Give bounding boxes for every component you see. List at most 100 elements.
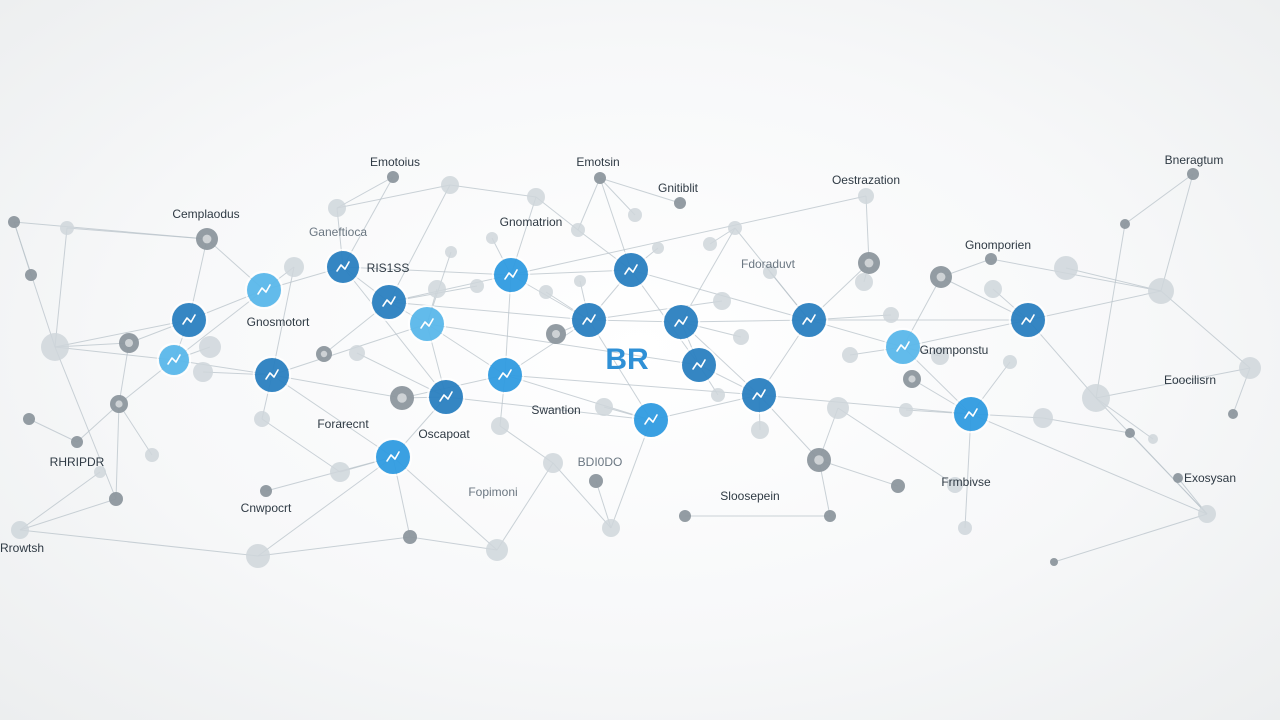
network-edge <box>1053 513 1208 563</box>
network-edge <box>392 456 498 551</box>
network-edge <box>588 300 723 321</box>
network-node <box>674 197 686 209</box>
network-edge <box>1095 223 1126 399</box>
network-node <box>109 492 123 506</box>
network-edge <box>1160 173 1194 292</box>
network-node <box>713 292 731 310</box>
network-node <box>445 246 457 258</box>
network-edge <box>1124 173 1194 225</box>
network-edge <box>66 227 208 240</box>
network-node <box>855 273 873 291</box>
network-node <box>199 336 221 358</box>
network-node <box>1054 256 1078 280</box>
node-label: Fdoraduvt <box>741 257 796 271</box>
network-edge <box>118 342 130 405</box>
network-edge <box>54 346 117 500</box>
network-edge <box>19 529 259 557</box>
node-label: Eoocilisrn <box>1164 373 1216 387</box>
network-edge <box>588 319 652 421</box>
network-node <box>931 347 949 365</box>
network-edge <box>680 319 810 323</box>
node-label: Oscapoat <box>418 427 470 441</box>
network-node <box>571 223 585 237</box>
network-edge <box>265 456 394 492</box>
node-label: Exosysan <box>1184 471 1236 485</box>
network-node <box>763 265 777 279</box>
network-node <box>569 300 609 340</box>
network-edge <box>271 374 403 399</box>
network-edge <box>1027 319 1097 399</box>
network-edge <box>449 184 537 198</box>
network-node <box>403 530 417 544</box>
network-edge <box>1027 290 1162 321</box>
network-node <box>703 237 717 251</box>
network-edge <box>1065 267 1162 292</box>
network-node <box>252 355 292 395</box>
network-node <box>574 275 586 287</box>
network-node <box>25 269 37 281</box>
network-node <box>244 270 284 310</box>
network-edge <box>336 176 394 209</box>
network-node <box>145 448 159 462</box>
network-edge <box>54 227 68 348</box>
network-node <box>858 188 874 204</box>
node-label: Gnitiblit <box>658 181 699 195</box>
network-edge <box>599 177 636 216</box>
network-node <box>246 544 270 568</box>
network-node <box>491 255 531 295</box>
node-label: Emotsin <box>576 155 619 169</box>
network-edge <box>1042 417 1131 434</box>
network-node <box>807 448 831 472</box>
network-node <box>679 510 691 522</box>
network-node <box>1228 409 1238 419</box>
network-edge <box>54 319 190 348</box>
network-edge <box>577 177 601 231</box>
network-node <box>631 400 671 440</box>
network-node <box>1148 434 1158 444</box>
network-node <box>891 479 905 493</box>
node-layer <box>8 168 1261 568</box>
network-node <box>1173 473 1183 483</box>
network-node <box>679 345 719 385</box>
network-edge <box>54 346 175 361</box>
network-edge <box>837 407 956 486</box>
network-node <box>1050 558 1058 566</box>
network-node <box>1003 355 1017 369</box>
node-label: Emotoius <box>370 155 420 169</box>
network-edge <box>510 269 632 276</box>
node-label: Cnwpocrt <box>241 501 292 515</box>
network-node <box>1187 168 1199 180</box>
network-edge <box>257 456 394 557</box>
network-edge <box>388 195 867 303</box>
network-node <box>60 221 74 235</box>
network-node <box>119 333 139 353</box>
node-label: Frmbivse <box>941 475 991 489</box>
network-node <box>883 307 899 323</box>
network-edge <box>115 403 120 500</box>
node-label: Ganeftioca <box>309 225 367 239</box>
network-edge <box>409 536 498 551</box>
network-edge <box>271 323 428 376</box>
network-node <box>543 453 563 473</box>
network-node <box>899 403 913 417</box>
network-node <box>602 519 620 537</box>
network-edge <box>499 425 554 464</box>
network-edge <box>496 462 554 551</box>
network-edge <box>445 396 652 421</box>
network-node <box>589 474 603 488</box>
network-edge <box>19 498 117 531</box>
network-node <box>594 172 606 184</box>
node-label: BDI0DO <box>578 455 623 469</box>
network-node <box>595 398 613 416</box>
network-node <box>733 329 749 345</box>
network-edge <box>388 301 590 321</box>
center-title: BR <box>605 343 649 376</box>
network-edge <box>388 184 451 303</box>
network-node <box>23 413 35 425</box>
network-node <box>260 485 272 497</box>
network-edge <box>426 323 700 366</box>
network-node <box>951 394 991 434</box>
network-node <box>369 282 409 322</box>
network-node <box>486 539 508 561</box>
